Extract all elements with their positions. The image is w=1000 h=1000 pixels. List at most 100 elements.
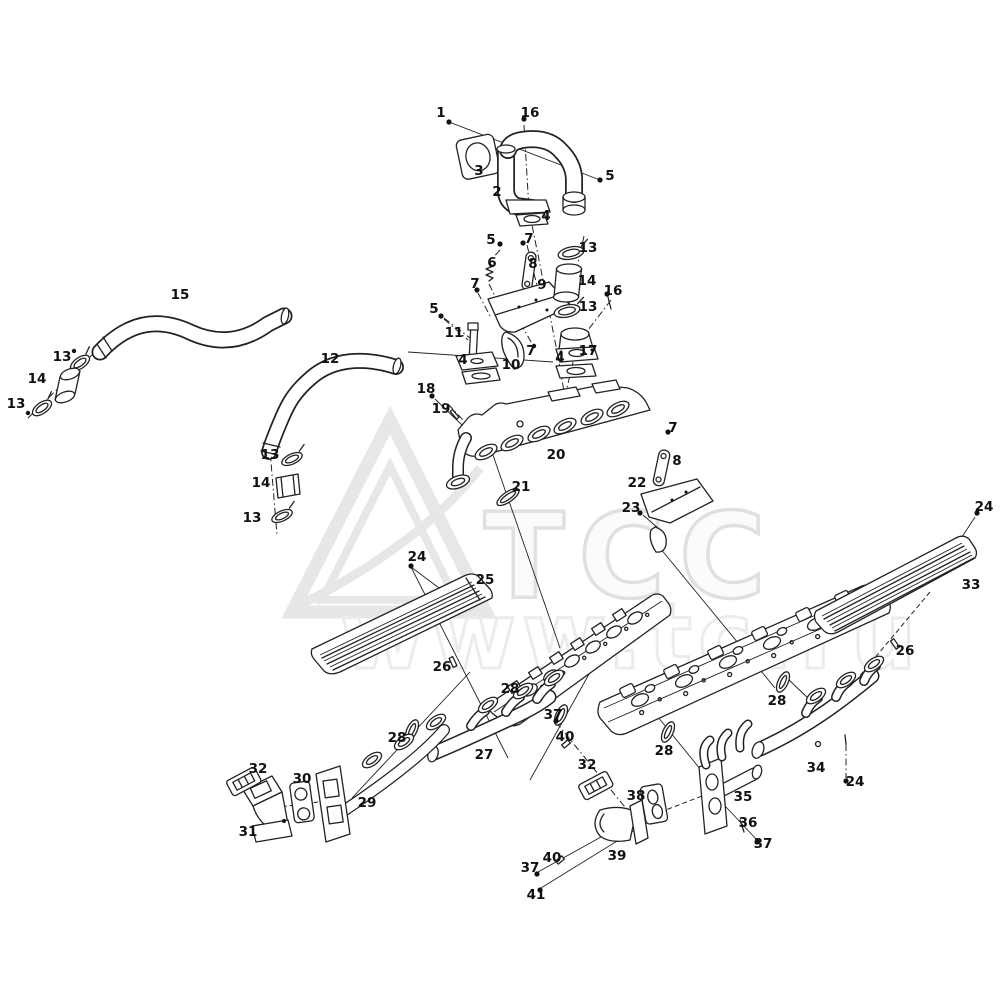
callout-18: 18 (416, 381, 436, 397)
part-exhaust-manifold-27 (426, 669, 565, 763)
part-cover-25 (310, 573, 493, 675)
callout-33: 33 (961, 577, 981, 593)
part-stud-16 (607, 296, 612, 310)
part-stud-36 (739, 819, 745, 833)
part-bracket-plate-9 (487, 281, 572, 333)
callout-5: 5 (429, 301, 439, 317)
callout-8: 8 (672, 453, 682, 469)
part-wedge-10 (501, 331, 525, 370)
part-gasket-38 (639, 783, 669, 825)
callout-11: 11 (444, 325, 464, 341)
part-strap-8 (521, 251, 537, 291)
callout-2: 2 (492, 184, 502, 200)
part-wedge-23 (649, 526, 667, 553)
callout-38: 38 (626, 788, 646, 804)
callout-5: 5 (486, 232, 496, 248)
callout-31: 31 (238, 824, 258, 840)
part-bolt-26-right (889, 638, 901, 650)
part-plate-22 (640, 478, 714, 524)
callout-39: 39 (607, 848, 627, 864)
part-bracket-11 (455, 322, 499, 371)
callout-28: 28 (654, 743, 674, 759)
callout-10: 10 (501, 357, 521, 373)
part-elbow-2 (496, 130, 586, 217)
callout-41: 41 (526, 887, 546, 903)
part-manifold-35 (698, 719, 763, 835)
part-pipe-12 (260, 352, 404, 460)
callout-7: 7 (470, 276, 480, 292)
part-gasket-4-top (515, 212, 549, 227)
part-exhaust-manifold-34 (751, 655, 885, 759)
part-gasket-30 (289, 780, 315, 824)
callout-32: 32 (577, 757, 597, 773)
callout-40: 40 (542, 850, 562, 866)
callout-37: 37 (543, 707, 563, 723)
part-gasket-28-d (775, 671, 791, 693)
callout-21: 21 (511, 479, 531, 495)
callout-26: 26 (432, 659, 452, 675)
part-manifold-29 (315, 713, 450, 843)
callout-16: 16 (603, 283, 623, 299)
callout-13: 13 (260, 447, 280, 463)
part-hose-15 (91, 307, 293, 361)
part-clamp-13-hose-b (31, 391, 53, 417)
part-intake-manifold-20 (445, 379, 651, 490)
part-gasket-4-under-17 (555, 363, 597, 379)
callout-35: 35 (733, 789, 753, 805)
callout-25: 25 (475, 572, 495, 588)
callout-36: 36 (738, 815, 758, 831)
callout-30: 30 (292, 771, 312, 787)
callout-24: 24 (974, 499, 994, 515)
callout-16: 16 (520, 105, 540, 121)
callout-5: 5 (605, 168, 615, 184)
callout-4: 4 (555, 350, 565, 366)
callout-26: 26 (895, 643, 915, 659)
callout-28: 28 (500, 681, 520, 697)
callout-15: 15 (170, 287, 190, 303)
part-elbow-39 (594, 799, 649, 845)
part-clamp-13-upper (557, 238, 589, 261)
callout-12: 12 (320, 351, 340, 367)
watermark-text: TCC (484, 487, 780, 625)
part-bolt-19 (449, 408, 460, 420)
callout-28: 28 (767, 693, 787, 709)
part-sleeve-14-pipe (275, 473, 301, 499)
part-spring-bolt-6 (485, 262, 494, 282)
leader-dots (25, 116, 980, 893)
part-washer-40-b (555, 855, 565, 865)
callout-19: 19 (431, 401, 451, 417)
callout-24: 24 (407, 549, 427, 565)
callout-29: 29 (357, 795, 377, 811)
callout-13: 13 (6, 396, 26, 412)
callout-1: 1 (436, 105, 446, 121)
part-clamp-13-pipe-a (281, 443, 305, 467)
callout-20: 20 (546, 447, 566, 463)
callout-32: 32 (248, 761, 268, 777)
part-gasket-28-c (660, 721, 676, 743)
callout-4: 4 (458, 352, 468, 368)
callout-14: 14 (27, 371, 47, 387)
callout-8: 8 (528, 256, 538, 272)
callout-6: 6 (487, 255, 497, 271)
callout-17: 17 (578, 343, 598, 359)
callout-13: 13 (578, 240, 598, 256)
callout-24: 24 (845, 774, 865, 790)
callout-34: 34 (806, 760, 826, 776)
callout-7: 7 (668, 420, 678, 436)
part-cover-33 (813, 535, 978, 635)
callout-13: 13 (52, 349, 72, 365)
part-gasket-3 (455, 133, 501, 180)
callout-7: 7 (524, 231, 534, 247)
part-washer-40-a (561, 739, 571, 749)
part-clamp-13-lower (553, 296, 585, 319)
callout-4: 4 (541, 208, 551, 224)
part-strap-8-right (652, 449, 671, 487)
callout-40: 40 (555, 729, 575, 745)
part-bolt-26-left (448, 655, 458, 669)
callout-27: 27 (474, 747, 494, 763)
callout-9: 9 (537, 277, 547, 293)
callout-13: 13 (242, 510, 262, 526)
